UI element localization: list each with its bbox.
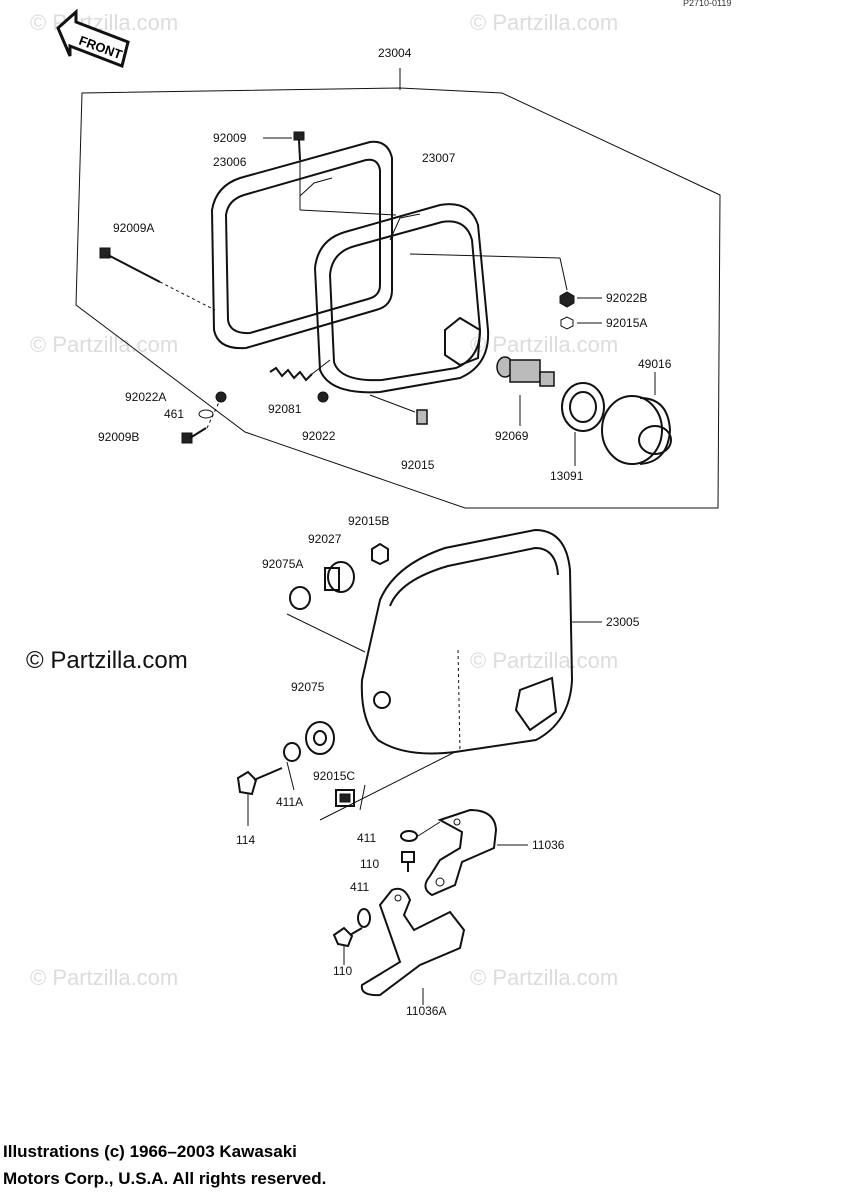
part-label: 461 (164, 407, 184, 421)
washer-icon (357, 908, 371, 928)
leader-line (417, 821, 441, 837)
bulb-socket (444, 316, 482, 367)
leader-line (319, 751, 456, 821)
part-label: 92015A (606, 316, 647, 330)
watermark: © Partzilla.com (30, 965, 178, 990)
leader-line (409, 253, 561, 259)
watermark: © Partzilla.com (30, 332, 178, 357)
leader-line (299, 209, 397, 216)
part-label: 92022 (302, 429, 336, 443)
part-label: 411 (350, 880, 369, 894)
part-label: 92022B (606, 291, 647, 305)
assembly-boundary (75, 87, 721, 509)
nut-icon (559, 291, 575, 308)
leader-line (359, 784, 366, 811)
grommet-icon (289, 586, 311, 610)
part-label: 114 (236, 833, 255, 847)
reference-code: P2710-0119 (683, 0, 731, 8)
main-watermark: © Partzilla.com (26, 647, 188, 674)
washer-icon (198, 409, 214, 419)
leader-line (311, 359, 331, 375)
nut-icon (215, 391, 227, 403)
part-label: 23006 (213, 155, 247, 169)
part-label: 92009 (213, 131, 247, 145)
watermark: © Partzilla.com (470, 965, 618, 990)
bolt-icon (332, 926, 363, 948)
bulb-icon (496, 356, 555, 387)
part-label: 92022A (125, 390, 166, 404)
lower-bracket (360, 887, 466, 997)
leader-line (159, 281, 216, 311)
part-label: 92075A (262, 557, 303, 571)
part-label: 23007 (422, 151, 456, 165)
spring-icon (269, 366, 313, 382)
bulb-retainer-ring-icon (561, 382, 605, 432)
nut-icon (335, 789, 355, 807)
grommet-icon (305, 721, 335, 755)
part-label: 13091 (550, 469, 584, 483)
bolt-icon (401, 851, 415, 872)
nut-icon (560, 316, 574, 330)
long-screw-icon (99, 247, 161, 283)
part-label: 92069 (495, 429, 529, 443)
watermark: © Partzilla.com (470, 648, 618, 673)
nut-icon (371, 542, 389, 566)
leader-line (286, 613, 366, 653)
screw-icon (293, 131, 305, 161)
mounting-bracket (424, 808, 498, 897)
part-label: 92075 (291, 680, 325, 694)
nut-icon (317, 391, 329, 403)
dust-cover-icon (601, 395, 672, 465)
leader-line (286, 761, 295, 791)
copyright-line-1: Illustrations (c) 1966–2003 Kawasaki (3, 1142, 297, 1161)
part-label: 110 (360, 857, 379, 871)
part-label: 23005 (606, 615, 640, 629)
front-arrow-icon: FRONT (56, 8, 130, 69)
leader-line (369, 394, 416, 413)
part-label: 92015 (401, 458, 435, 472)
part-label: 92009B (98, 430, 139, 444)
clip-icon (416, 409, 428, 425)
leader-line (559, 257, 568, 291)
part-label: 49016 (638, 357, 672, 371)
bolt-icon (236, 767, 283, 796)
washer-icon (400, 830, 418, 842)
watermark: © Partzilla.com (470, 332, 618, 357)
leader-line (206, 399, 221, 429)
bolt-icon (181, 427, 207, 444)
copyright-line-2: Motors Corp., U.S.A. All rights reserved… (3, 1169, 326, 1188)
watermark: © Partzilla.com (30, 10, 178, 35)
headlight-rim (210, 140, 393, 350)
washer-icon (283, 742, 301, 762)
part-label: 110 (333, 964, 352, 978)
part-label: 92015C (313, 769, 355, 783)
part-label: 92081 (268, 402, 302, 416)
part-label: 11036 (532, 838, 565, 852)
part-label: 92015B (348, 514, 389, 528)
part-label: 11036A (406, 1004, 446, 1018)
part-label: 23004 (378, 46, 412, 60)
part-label: 92009A (113, 221, 154, 235)
watermark: © Partzilla.com (470, 10, 618, 35)
part-label: 92027 (308, 532, 342, 546)
part-label: 411 (357, 831, 376, 845)
collar-icon (324, 561, 355, 593)
headlight-housing (360, 528, 574, 755)
part-label: 411A (276, 795, 303, 809)
